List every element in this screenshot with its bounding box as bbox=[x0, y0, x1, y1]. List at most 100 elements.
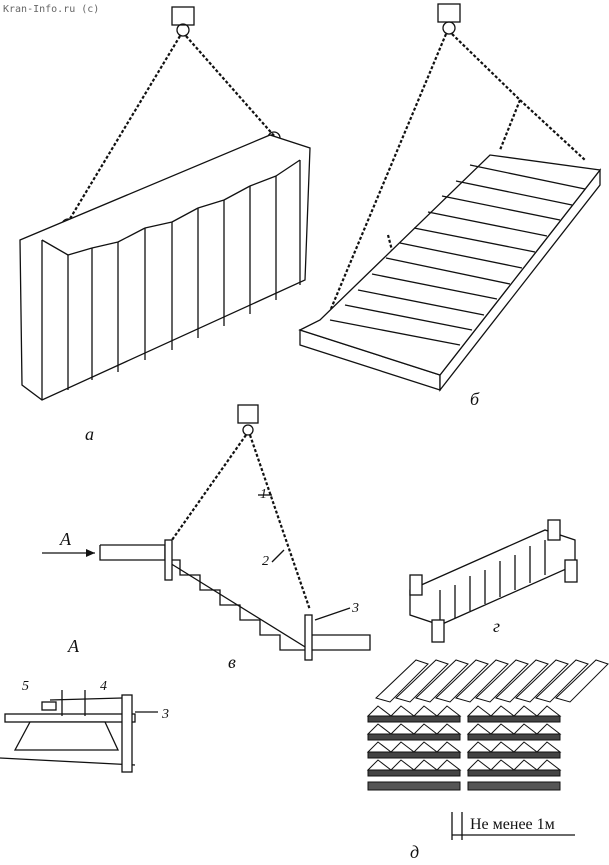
panel-a-stair-flight: а bbox=[19, 6, 311, 444]
grip-g-2 bbox=[564, 559, 578, 583]
callout-3b: 3 bbox=[161, 707, 169, 722]
stacked-flight-step bbox=[535, 705, 562, 717]
panel-b-stair-flight: б bbox=[298, 3, 602, 409]
stacked-flight-step bbox=[366, 723, 393, 735]
stacked-flight-step bbox=[435, 705, 462, 717]
stacked-flight-top bbox=[415, 659, 469, 703]
clamp-3 bbox=[121, 694, 133, 773]
crane-hook-a bbox=[171, 6, 195, 26]
stacked-flight-top bbox=[375, 659, 429, 703]
stacked-flight-step bbox=[489, 705, 516, 717]
stacked-flight-top bbox=[455, 659, 509, 703]
callout-5: 5 bbox=[22, 679, 29, 694]
view-arrow-label: A bbox=[59, 529, 72, 549]
flight-body-g bbox=[409, 529, 576, 626]
base-plate bbox=[4, 713, 136, 723]
stack-base-pad bbox=[367, 781, 461, 791]
stacked-flight-step bbox=[535, 723, 562, 735]
sling-b-left bbox=[318, 33, 448, 336]
hook-ring-v bbox=[242, 424, 254, 436]
panel-label-d: д bbox=[410, 842, 419, 862]
stacked-flight-top bbox=[555, 659, 609, 703]
stacked-flight-step bbox=[366, 705, 393, 717]
grip-g-1 bbox=[431, 619, 445, 643]
stacked-flight-step bbox=[389, 723, 416, 735]
stair-profile-v bbox=[165, 559, 310, 651]
stacked-flight-step bbox=[466, 723, 493, 735]
grip-g-3 bbox=[409, 574, 423, 596]
flight-body-a bbox=[19, 134, 311, 401]
stacked-flight-step bbox=[466, 759, 493, 771]
distance-note: Не менее 1м bbox=[470, 816, 555, 833]
grip-g-4 bbox=[547, 519, 561, 541]
stacked-flight-step bbox=[535, 741, 562, 753]
stacked-flight-step bbox=[366, 741, 393, 753]
stacked-flight-top bbox=[395, 659, 449, 703]
stacked-flight-step bbox=[412, 723, 439, 735]
stacked-flight-step bbox=[512, 741, 539, 753]
stacked-flight-step bbox=[435, 723, 462, 735]
callout-3: 3 bbox=[351, 601, 359, 616]
sling-a-right bbox=[185, 35, 277, 139]
stacked-flight-top bbox=[535, 659, 589, 703]
hook-ring-a bbox=[176, 23, 190, 37]
crane-hook-v bbox=[237, 404, 259, 424]
stacked-flight-step bbox=[412, 741, 439, 753]
stack-spacer bbox=[467, 733, 561, 741]
panel-label-a: а bbox=[85, 424, 94, 444]
slab-line bbox=[0, 757, 136, 766]
stack-spacer bbox=[367, 715, 461, 723]
sling-a-left bbox=[67, 35, 181, 223]
stacked-flight-step bbox=[435, 759, 462, 771]
stack-spacer bbox=[367, 733, 461, 741]
stacked-flight-step bbox=[412, 759, 439, 771]
stack-spacer bbox=[467, 751, 561, 759]
stack-spacer bbox=[467, 715, 561, 723]
stacked-flight-step bbox=[412, 705, 439, 717]
stair-soffit-v bbox=[164, 559, 311, 651]
panel-g-flight-with-grips: г bbox=[409, 519, 578, 643]
stacked-flight-step bbox=[489, 759, 516, 771]
stacked-flight-top bbox=[515, 659, 569, 703]
stair-section bbox=[13, 721, 120, 751]
stacked-flight-step bbox=[389, 741, 416, 753]
landing-right-v bbox=[310, 634, 371, 651]
view-label: A bbox=[67, 636, 80, 656]
sling-b-right-b bbox=[519, 99, 586, 161]
sling-b-right bbox=[451, 33, 521, 101]
stacked-flight-top bbox=[435, 659, 489, 703]
grip-left-v bbox=[164, 539, 173, 581]
view-a-detail: A 5 4 3 bbox=[0, 636, 169, 773]
view-arrowhead-a bbox=[86, 549, 95, 557]
stacked-flight-step bbox=[535, 759, 562, 771]
sling-v-right bbox=[248, 434, 312, 611]
stacked-flight-step bbox=[512, 705, 539, 717]
stacked-flight-step bbox=[389, 759, 416, 771]
stacked-flight-top bbox=[475, 659, 529, 703]
stacked-flight-step bbox=[389, 705, 416, 717]
flight-top-b bbox=[298, 154, 602, 376]
panel-label-g: г bbox=[493, 616, 500, 636]
panel-label-b: б bbox=[470, 389, 480, 409]
landing-left-v bbox=[99, 544, 166, 561]
stacked-flight-top bbox=[495, 659, 549, 703]
stacked-flight-step bbox=[366, 759, 393, 771]
stacked-flight-step bbox=[466, 741, 493, 753]
crane-hook-b bbox=[437, 3, 461, 23]
panel-v-side-view: A 1 2 3 в bbox=[42, 404, 371, 672]
stacked-flight-step bbox=[489, 723, 516, 735]
stacked-flight-step bbox=[512, 759, 539, 771]
stack-spacer bbox=[367, 751, 461, 759]
hook-ring-b bbox=[442, 21, 456, 35]
stack-spacer bbox=[367, 769, 461, 777]
stacked-flight-step bbox=[489, 741, 516, 753]
panel-d-storage-stacks bbox=[366, 659, 609, 791]
callout-4: 4 bbox=[100, 679, 107, 694]
grip-right-v bbox=[304, 614, 313, 661]
watermark: Kran-Info.ru (c) bbox=[3, 4, 100, 15]
stacked-flight-step bbox=[435, 741, 462, 753]
wedge-5 bbox=[41, 701, 57, 711]
stacked-flight-step bbox=[512, 723, 539, 735]
callout-2: 2 bbox=[262, 554, 269, 569]
